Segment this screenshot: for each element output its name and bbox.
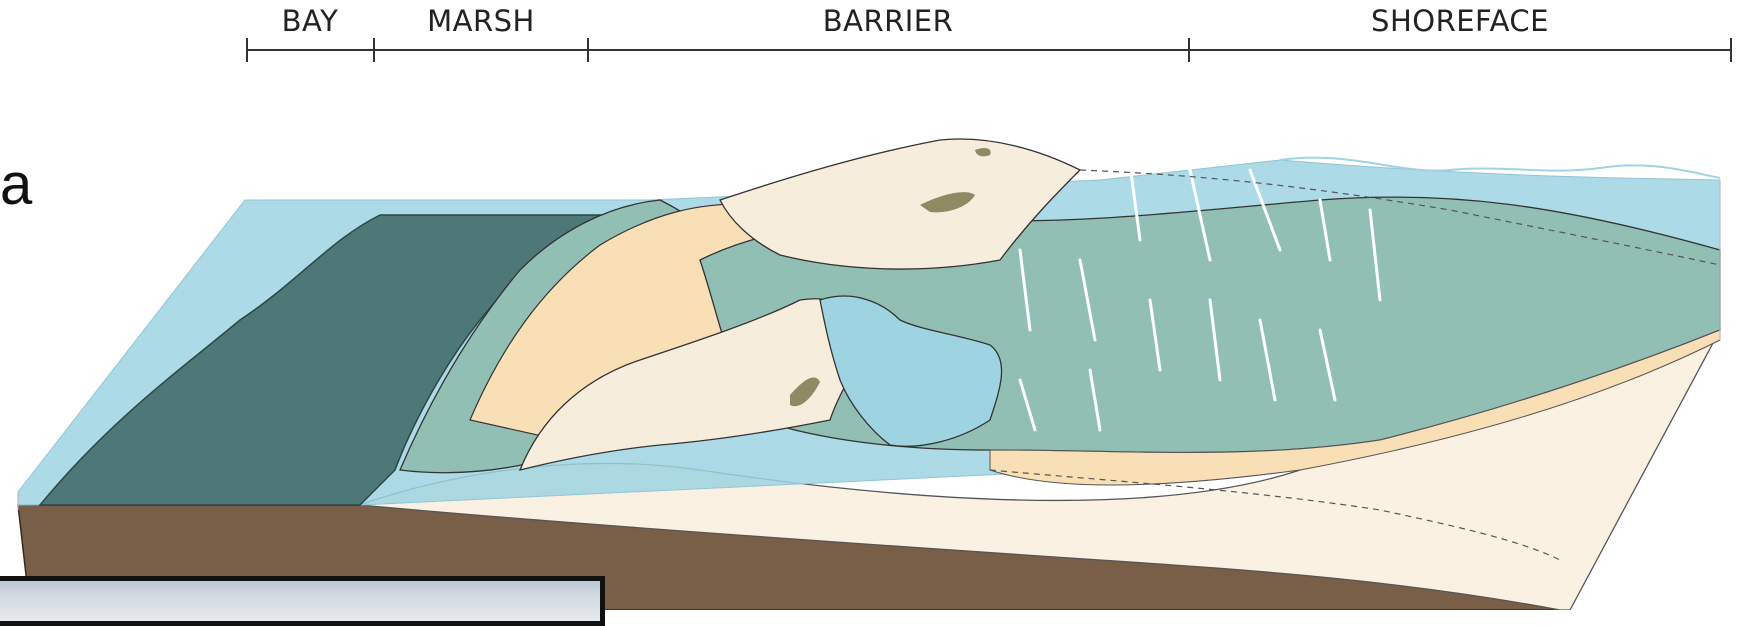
zone-label-marsh: MARSH xyxy=(427,4,535,38)
zone-scale-bar xyxy=(247,38,1731,62)
zone-label-shoreface: SHOREFACE xyxy=(1371,4,1549,38)
clipped-edge-text: a xyxy=(0,156,32,214)
barrier-island-diagram: BAY MARSH BARRIER SHOREFACE a xyxy=(0,0,1749,610)
overlapping-image-frame xyxy=(0,576,605,626)
zone-label-barrier: BARRIER xyxy=(823,4,954,38)
zone-label-bay: BAY xyxy=(282,4,339,38)
block-diagram-svg xyxy=(0,0,1749,610)
